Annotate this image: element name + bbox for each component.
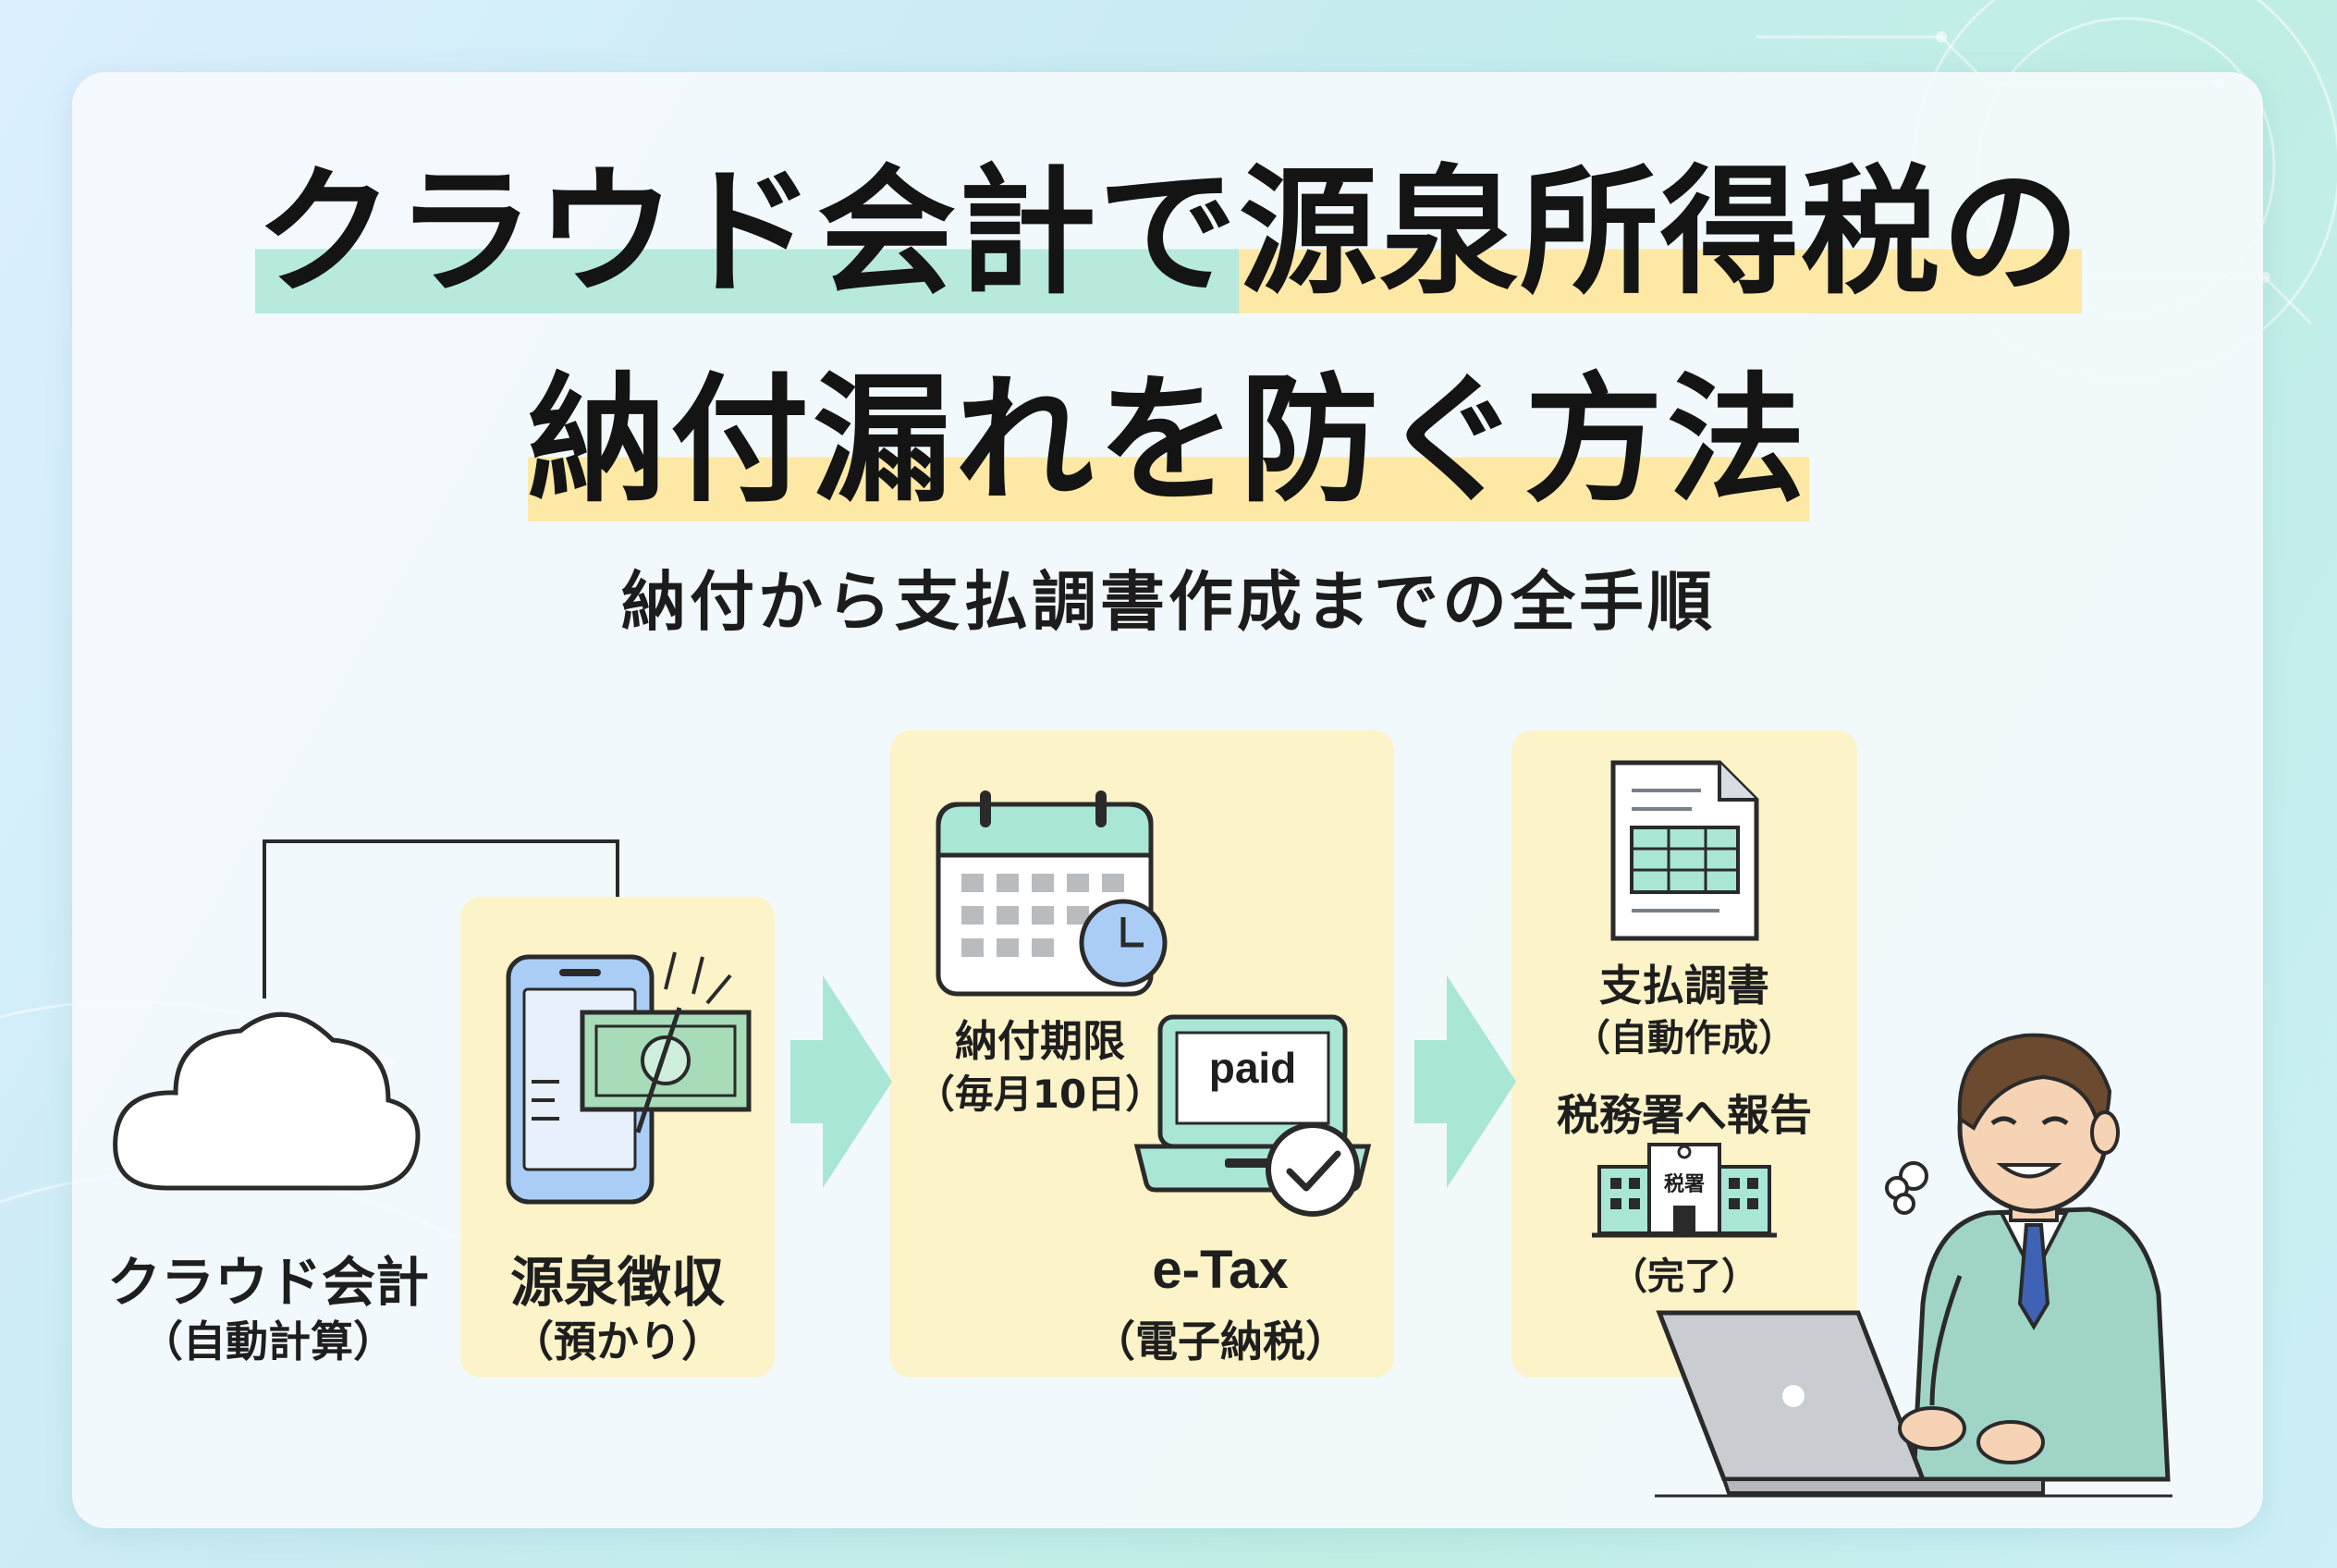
step-report-doc-sub: （自動作成）	[1573, 1017, 1795, 1060]
step-etax-label: e-Tax	[1152, 1240, 1289, 1300]
title-highlight-teal: クラウド会計で	[254, 153, 1239, 313]
title-highlight-yellow-2: 納付漏れを防ぐ方法	[527, 361, 1809, 521]
checkmark-icon	[1266, 1122, 1360, 1217]
step-report-doc-label: 支払調書	[1599, 961, 1769, 1011]
clock-icon	[1079, 899, 1168, 987]
laptop-screen-text: paid	[1208, 1044, 1297, 1092]
step-etax-sub: （電子納税）	[1093, 1317, 1348, 1366]
tax-office-sign: 税署	[1663, 1173, 1705, 1196]
flow-arrow-1	[790, 975, 892, 1188]
businessman-illustration	[1655, 1033, 2172, 1498]
step-report-office-label: 税務署へ報告	[1557, 1090, 1812, 1140]
page-subtitle: 納付から支払調書作成までの全手順	[621, 564, 1716, 640]
step-withholding-sub: （預かり）	[511, 1317, 724, 1366]
step-deadline-sub: （毎月10日）	[915, 1072, 1165, 1117]
title-highlight-yellow: 源泉所得税の	[1239, 153, 2083, 313]
flow-arrow-2	[1414, 975, 1516, 1188]
page-title-line1: クラウド会計で源泉所得税の	[0, 120, 2337, 321]
step-cloud-sub: （自動計算）	[141, 1317, 396, 1366]
banknote-icon	[580, 951, 752, 1133]
page-title-line2: 納付漏れを防ぐ方法	[0, 328, 2337, 529]
step-deadline-label: 納付期限	[955, 1016, 1125, 1066]
cloud-icon	[113, 1011, 421, 1191]
document-icon	[1610, 760, 1759, 941]
step-cloud-label: クラウド会計	[106, 1251, 429, 1314]
step-report-office-sub: （完了）	[1610, 1256, 1758, 1298]
tax-office-icon	[1592, 1143, 1777, 1238]
step-withholding-label: 源泉徴収	[509, 1251, 725, 1314]
